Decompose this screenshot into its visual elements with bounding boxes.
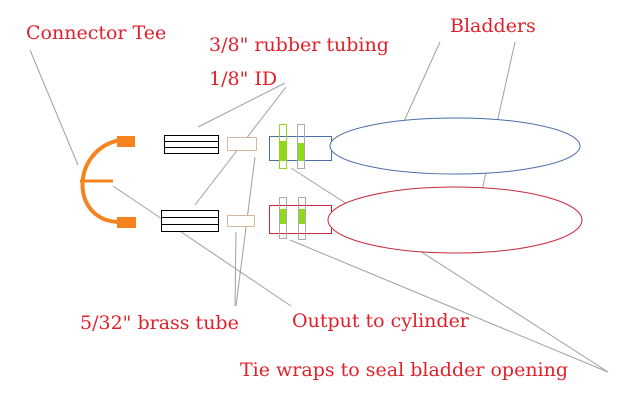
label-tie-wraps: Tie wraps to seal bladder opening xyxy=(240,359,569,381)
leader-output xyxy=(112,185,292,307)
leader-rubber-top xyxy=(197,82,286,128)
rubber-tubing xyxy=(161,135,219,232)
bladder-top xyxy=(269,117,581,175)
label-rubber-tubing: 3/8" rubber tubing xyxy=(209,34,389,56)
bladder-bottom xyxy=(269,186,583,254)
brass-tubes xyxy=(227,137,257,227)
label-connector-tee: Connector Tee xyxy=(26,22,167,44)
leader-connector-tee xyxy=(29,49,79,166)
leader-tie-top xyxy=(290,167,609,373)
leader-brass-top xyxy=(235,156,256,307)
tie-wraps xyxy=(279,124,306,240)
leader-bladder-top xyxy=(399,41,441,131)
leader-tie-bottom xyxy=(289,239,609,373)
label-inner-diameter: 1/8" ID xyxy=(209,68,278,90)
label-brass-tube: 5/32" brass tube xyxy=(80,312,239,334)
label-output: Output to cylinder xyxy=(292,310,469,332)
label-bladders: Bladders xyxy=(450,15,536,37)
connector-tee xyxy=(80,136,136,228)
